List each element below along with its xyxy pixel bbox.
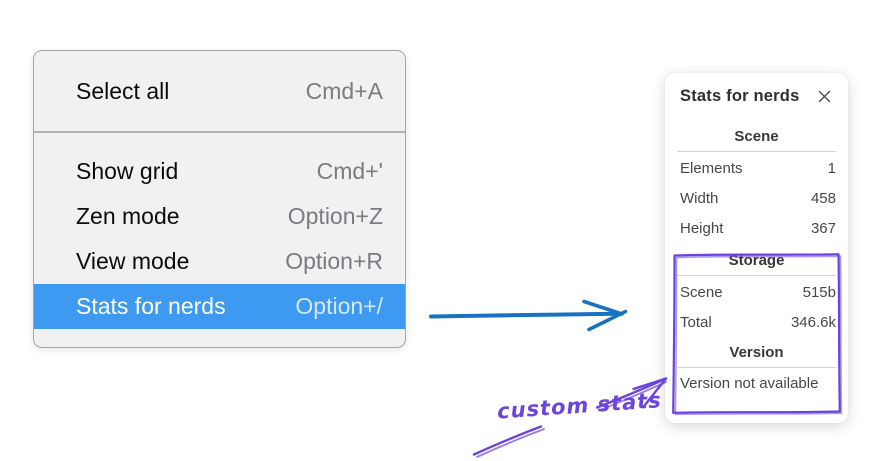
stats-panel: Stats for nerds Scene Elements 1 Width 4…: [665, 73, 848, 423]
menu-item-label: Zen mode: [76, 202, 180, 229]
menu-item-shortcut: Cmd+A: [305, 77, 383, 104]
close-icon: [818, 90, 831, 103]
stat-label: Width: [680, 189, 719, 207]
close-button[interactable]: [816, 88, 833, 105]
stat-label: Scene: [680, 283, 723, 301]
menu-separator: [34, 131, 405, 133]
menu-item-select-all[interactable]: Select all Cmd+A: [34, 64, 405, 118]
stat-row-total-size: Total 346.6k: [665, 307, 848, 337]
menu-item-shortcut: Cmd+': [316, 157, 383, 184]
section-heading-storage: Storage: [728, 252, 785, 269]
section-divider: [677, 151, 836, 152]
stat-value: 1: [827, 159, 836, 177]
menu-item-view-mode[interactable]: View mode Option+R: [34, 239, 405, 284]
stats-panel-header: Stats for nerds: [665, 73, 848, 106]
annotation-label: custom stats: [496, 388, 663, 424]
stat-row-height: Height 367: [665, 213, 848, 243]
menu-item-shortcut: Option+Z: [287, 202, 383, 229]
stat-label: Total: [680, 313, 712, 331]
connector-arrow: [429, 299, 628, 332]
storage-stats: Scene 515b Total 346.6k: [665, 276, 848, 337]
stat-value: 367: [810, 219, 836, 237]
menu-item-label: Show grid: [76, 157, 179, 184]
section-heading-version: Version: [729, 344, 784, 361]
stats-panel-title: Stats for nerds: [680, 87, 800, 105]
stat-row-scene-size: Scene 515b: [665, 277, 848, 307]
stat-label: Height: [680, 219, 724, 237]
scene-stats: Elements 1 Width 458 Height 367: [665, 152, 848, 243]
stat-value: 458: [810, 189, 836, 207]
stat-row-width: Width 458: [665, 183, 848, 213]
menu-item-label: Stats for nerds: [76, 292, 226, 319]
menu-item-label: View mode: [76, 247, 190, 274]
menu-item-stats-for-nerds[interactable]: Stats for nerds Option+/: [34, 283, 405, 329]
stat-value: 346.6k: [790, 313, 836, 331]
version-note: Version not available: [680, 375, 819, 392]
menu-item-zen-mode[interactable]: Zen mode Option+Z: [34, 194, 405, 239]
stat-label: Elements: [680, 159, 743, 177]
menu-item-shortcut: Option+R: [285, 247, 383, 274]
stat-row-elements: Elements 1: [665, 153, 848, 183]
context-menu: Select all Cmd+A Show grid Cmd+' Zen mod…: [33, 50, 406, 348]
section-heading-scene: Scene: [734, 128, 779, 145]
stat-value: 515b: [802, 283, 836, 301]
menu-item-label: Select all: [76, 77, 170, 104]
menu-item-show-grid[interactable]: Show grid Cmd+': [34, 149, 405, 194]
menu-item-shortcut: Option+/: [295, 292, 383, 319]
